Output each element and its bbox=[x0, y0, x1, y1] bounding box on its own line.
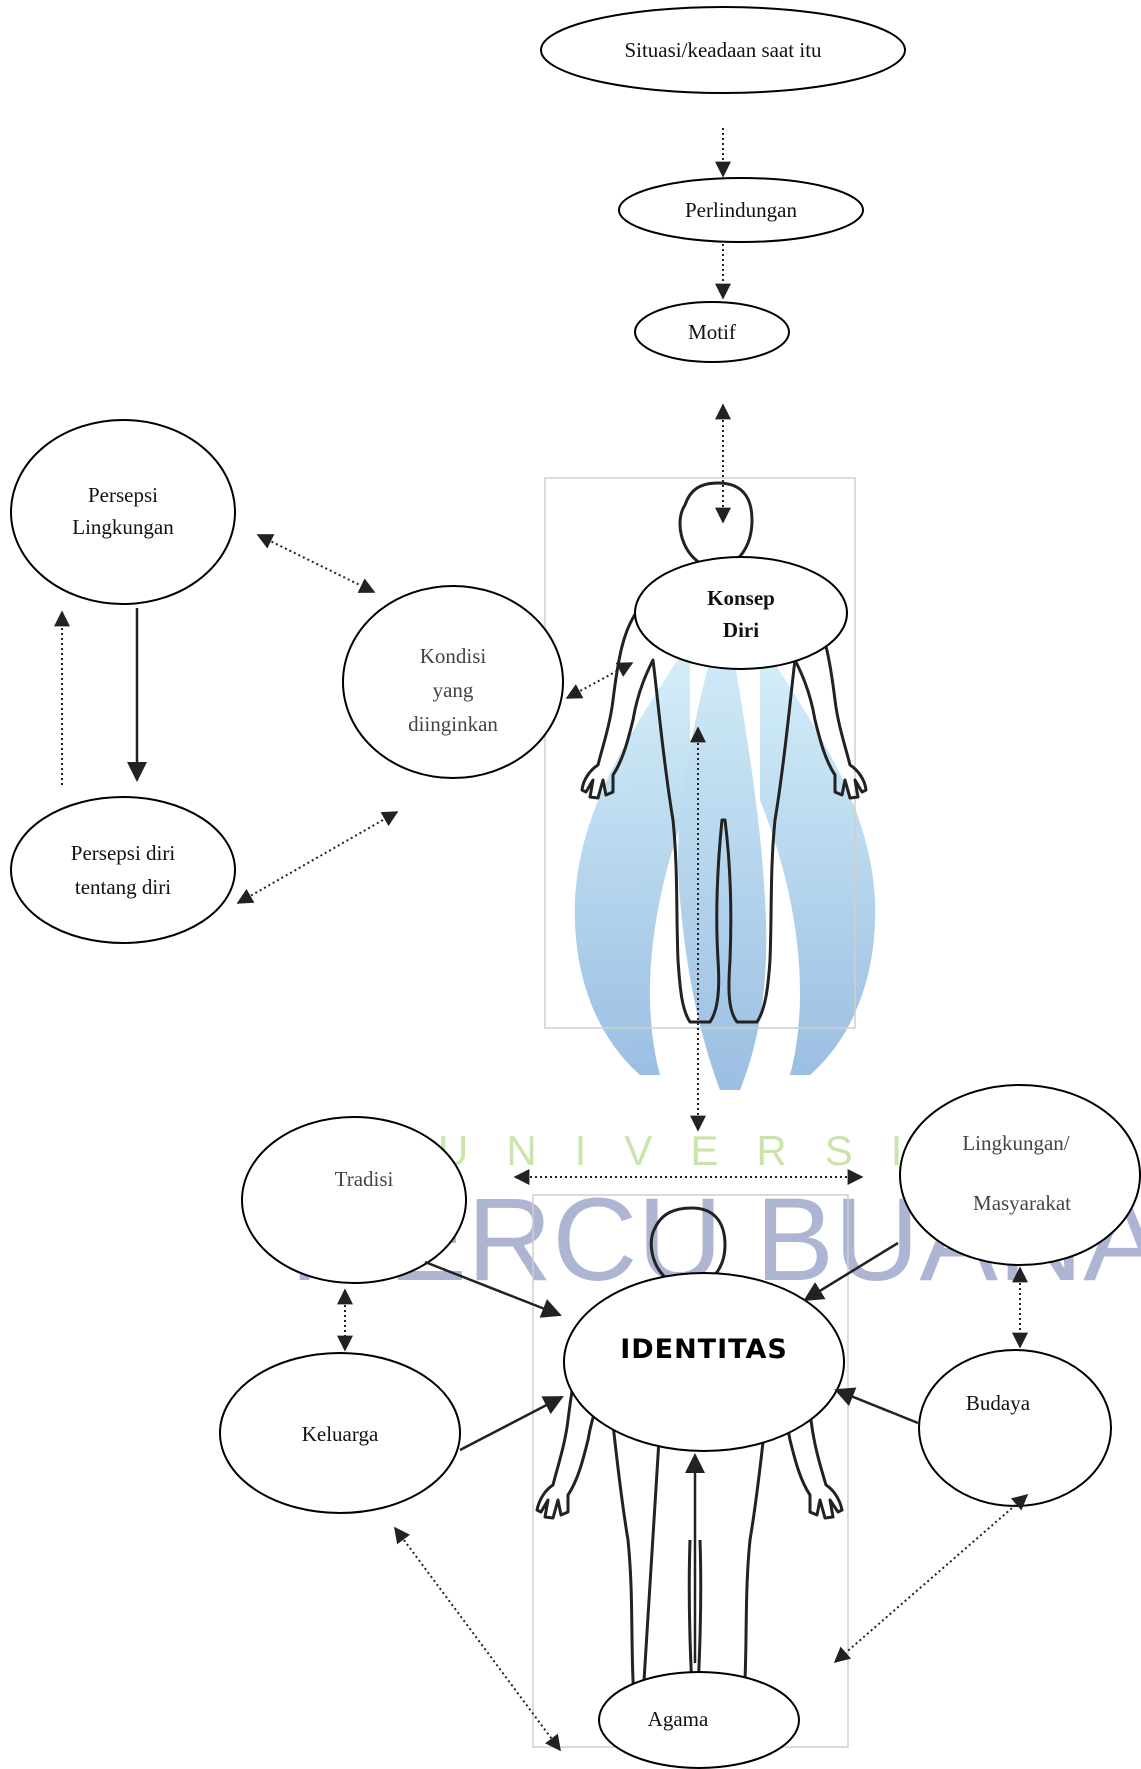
node-persepsi-lingkungan-line2: Lingkungan bbox=[72, 515, 174, 539]
arrow-kondisi-konsep bbox=[565, 662, 634, 699]
node-persepsi-lingkungan-line1: Persepsi bbox=[88, 483, 158, 507]
node-kondisi-line2: yang bbox=[433, 678, 474, 702]
logo-flame-left bbox=[574, 640, 690, 1075]
node-lingkungan-masyarakat bbox=[899, 1084, 1141, 1266]
node-persepsi-lingkungan bbox=[10, 419, 236, 605]
arrow-budaya-identitas bbox=[834, 1387, 919, 1425]
connectors bbox=[54, 128, 1029, 1752]
node-konsep-diri bbox=[634, 556, 848, 670]
arrow-keluarga-identitas bbox=[459, 1395, 564, 1452]
node-motif bbox=[634, 301, 790, 363]
arrow-persepsidiri-kondisi bbox=[236, 811, 399, 904]
node-konsep-diri-line2: Diri bbox=[723, 618, 759, 642]
node-keluarga bbox=[219, 1352, 461, 1514]
node-konsep-diri-line1: Konsep bbox=[707, 586, 775, 610]
node-motif-label: Motif bbox=[688, 320, 736, 344]
node-budaya-label: Budaya bbox=[966, 1391, 1031, 1415]
arrow-budaya-agama bbox=[833, 1493, 1029, 1664]
node-kondisi-line1: Kondisi bbox=[420, 644, 487, 668]
node-lingkungan-masyarakat-line1: Lingkungan/ bbox=[962, 1131, 1069, 1155]
node-situasi bbox=[540, 6, 906, 94]
node-identitas-label: IDENTITAS bbox=[620, 1334, 788, 1365]
node-agama-label: Agama bbox=[648, 1707, 709, 1731]
node-kondisi bbox=[342, 585, 564, 779]
node-kondisi-line3: diinginkan bbox=[408, 712, 498, 736]
logo-flame-right bbox=[760, 640, 876, 1075]
node-persepsi-diri-line2: tentang diri bbox=[75, 875, 171, 899]
arrow-lingkungan-kondisi bbox=[256, 534, 376, 593]
node-tradisi-label: Tradisi bbox=[335, 1167, 394, 1191]
node-keluarga-label: Keluarga bbox=[302, 1422, 379, 1446]
arrow-keluarga-agama bbox=[394, 1526, 561, 1752]
arrow-lingkungan-identitas bbox=[803, 1241, 899, 1302]
logo-flame-mid bbox=[678, 600, 767, 1090]
node-tradisi bbox=[241, 1116, 467, 1284]
node-agama bbox=[598, 1671, 800, 1769]
node-budaya bbox=[918, 1349, 1112, 1507]
node-lingkungan-masyarakat-line2: Masyarakat bbox=[973, 1191, 1071, 1215]
arrow-tradisi-identitas bbox=[424, 1260, 562, 1318]
node-persepsi-diri bbox=[10, 796, 236, 944]
node-perlindungan bbox=[618, 177, 864, 243]
node-identitas bbox=[563, 1272, 845, 1452]
node-persepsi-diri-line1: Persepsi diri bbox=[71, 841, 176, 865]
node-situasi-label: Situasi/keadaan saat itu bbox=[624, 38, 822, 62]
node-perlindungan-label: Perlindungan bbox=[685, 198, 797, 222]
